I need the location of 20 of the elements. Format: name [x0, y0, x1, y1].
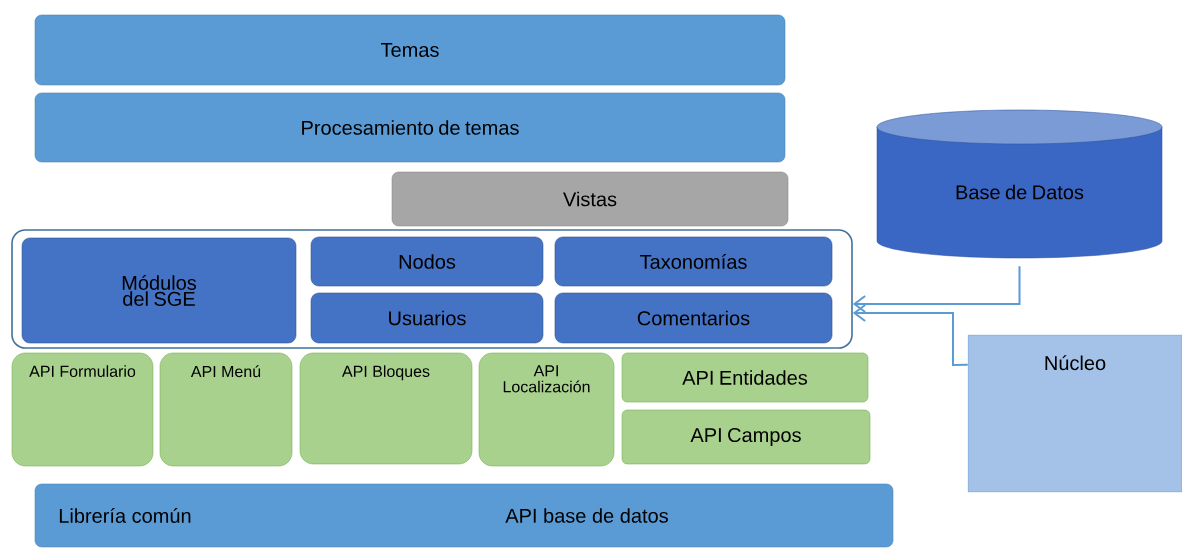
database-cylinder: Base de Datos [876, 109, 1163, 259]
core-box: Núcleo [967, 334, 1182, 493]
layer-band: Procesamiento de temas [34, 92, 786, 163]
module-box: Usuarios [310, 292, 544, 344]
layer-band: Vistas [391, 171, 789, 227]
connector-arrow [852, 265, 1021, 313]
connector-arrow [852, 304, 969, 367]
module-box: Comentarios [554, 292, 833, 344]
group-frame [11, 229, 853, 349]
api-box: API Bloques [299, 352, 473, 465]
api-box: API Formulario [11, 352, 154, 467]
api-box: API Localización [478, 352, 615, 467]
module-box: Nodos [310, 236, 544, 287]
module-box: Módulos del SGE [21, 237, 297, 344]
api-box: API Campos [621, 409, 871, 465]
layer-band: Temas [34, 14, 786, 86]
api-box: API Menú [159, 352, 293, 467]
layer-band: Librería común API base de datos [34, 483, 894, 548]
api-box: API Entidades [621, 352, 869, 403]
module-box: Taxonomías [554, 236, 833, 287]
